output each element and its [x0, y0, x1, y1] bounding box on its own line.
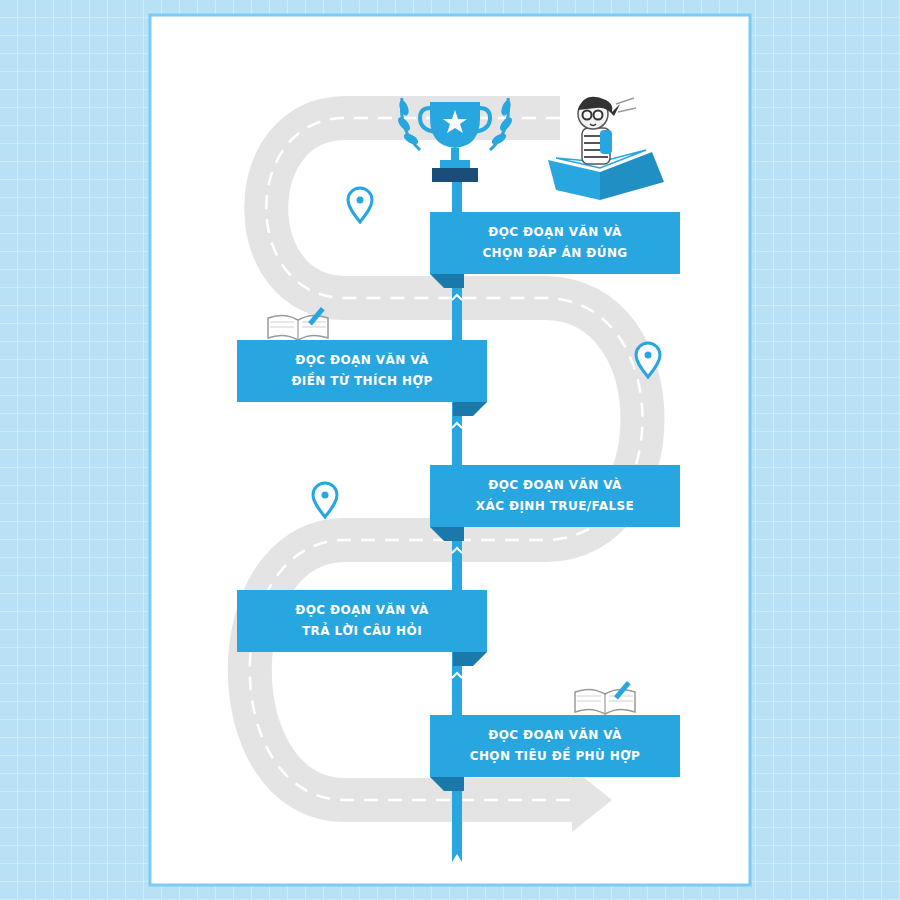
ribbon-fold-shape	[430, 527, 464, 541]
map-pin-part	[357, 197, 364, 204]
step-label: ĐỌC ĐOẠN VĂN VÀ CHỌN ĐÁP ÁN ĐÚNG	[430, 216, 680, 270]
ribbon-fold-shape	[430, 274, 464, 288]
trophy-part-part	[402, 132, 420, 147]
reading-kid-part	[590, 124, 596, 126]
book-icon-part	[297, 320, 298, 340]
ribbon-banner: ĐỌC ĐOẠN VĂN VÀ ĐIỀN TỪ THÍCH HỢP	[237, 340, 487, 402]
ribbon-banner: ĐỌC ĐOẠN VĂN VÀ CHỌN TIÊU ĐỀ PHÙ HỢP	[430, 715, 680, 777]
reading-kid-part	[600, 130, 612, 154]
trophy-part-part	[490, 132, 508, 147]
step-label: ĐỌC ĐOẠN VĂN VÀ XÁC ĐỊNH TRUE/FALSE	[430, 469, 680, 523]
ribbon-fold	[453, 652, 487, 674]
ribbon-fold-shape	[430, 777, 464, 791]
trophy-part-part	[398, 99, 411, 117]
step-label: ĐỌC ĐOẠN VĂN VÀ TRẢ LỜI CÂU HỎI	[237, 594, 487, 648]
trophy-part	[432, 168, 478, 182]
map-pin-part	[313, 483, 337, 517]
ribbon-banner: ĐỌC ĐOẠN VĂN VÀ XÁC ĐỊNH TRUE/FALSE	[430, 465, 680, 527]
map-pin-part	[636, 343, 660, 377]
chevron-arrowhead	[452, 548, 462, 553]
book-icon-part	[614, 681, 631, 700]
ribbon-fold	[453, 402, 487, 424]
trophy-part	[443, 110, 467, 133]
trophy-part	[451, 148, 459, 160]
book-icon-part	[577, 696, 633, 701]
ribbon-banner: ĐỌC ĐOẠN VĂN VÀ CHỌN ĐÁP ÁN ĐÚNG	[430, 212, 680, 274]
ribbon-fold	[430, 777, 464, 799]
trophy-part-part	[498, 115, 514, 132]
trophy-part	[440, 160, 470, 168]
chevron-arrowhead	[452, 295, 462, 300]
ribbon-fold	[430, 274, 464, 296]
winding-road-part	[572, 768, 612, 832]
ribbon-fold-shape	[453, 402, 487, 416]
chevron-arrowhead	[452, 673, 462, 678]
trophy	[396, 98, 514, 182]
ribbon-banner: ĐỌC ĐOẠN VĂN VÀ TRẢ LỜI CÂU HỎI	[237, 590, 487, 652]
trophy-part	[430, 102, 480, 148]
reading-kid-part	[594, 111, 603, 120]
white-card-part	[150, 15, 750, 885]
trophy-part-part	[396, 115, 412, 132]
book-icon-part	[575, 689, 635, 714]
trophy-part-part	[500, 99, 513, 117]
ribbon-fold	[430, 527, 464, 549]
map-pin-part	[322, 492, 329, 499]
reading-kid	[548, 97, 664, 200]
step-label: ĐỌC ĐOẠN VĂN VÀ CHỌN TIÊU ĐỀ PHÙ HỢP	[430, 719, 680, 773]
book-icon-part	[604, 694, 605, 714]
progress-spine-part	[452, 835, 462, 862]
book-icon-part	[270, 322, 326, 327]
step-label: ĐỌC ĐOẠN VĂN VÀ ĐIỀN TỪ THÍCH HỢP	[237, 344, 487, 398]
map-pin-part	[348, 188, 372, 222]
map-pin-part	[645, 352, 652, 359]
reading-kid-part	[616, 98, 636, 112]
chevron-arrowhead	[452, 423, 462, 428]
reading-kid-part	[583, 111, 592, 120]
ribbon-fold-shape	[453, 652, 487, 666]
white-card	[150, 15, 750, 885]
book-icon-part	[308, 307, 325, 326]
book-icon-part	[268, 315, 328, 340]
